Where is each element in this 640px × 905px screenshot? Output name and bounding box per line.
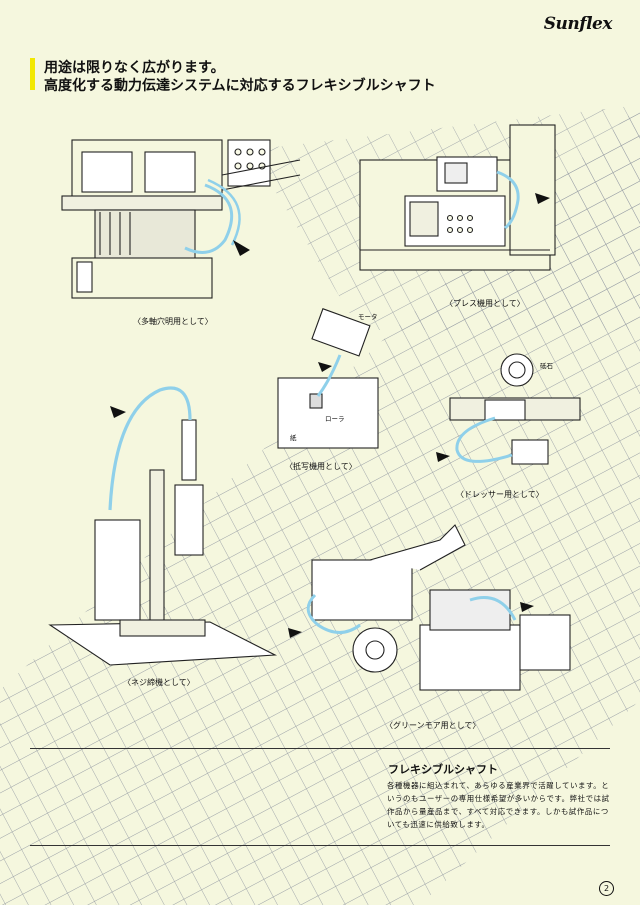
press-illustration xyxy=(359,124,556,271)
header-accent-bar xyxy=(30,58,35,90)
caption-mower: 〈グリーンモア用として〉 xyxy=(385,721,481,730)
green-mower-illustration xyxy=(311,524,571,691)
arrow-icon xyxy=(535,193,550,204)
label-roller: ローラ xyxy=(325,415,345,423)
multi-spindle-illustration xyxy=(61,139,301,299)
info-top-rule xyxy=(30,748,610,749)
label-paper: 紙 xyxy=(290,434,297,442)
caption-paper: 〈抵写機用として〉 xyxy=(285,462,357,471)
screw-machine-illustration xyxy=(48,419,278,666)
info-body: 各種機器に組込まれて、あらゆる産業界で活躍しています。というのもユーザーの専用仕… xyxy=(387,781,610,829)
sunflex-logo: Sunflex xyxy=(543,14,613,34)
paper-roller-illustration xyxy=(277,308,379,449)
caption-press: 〈プレス機用として〉 xyxy=(445,299,525,308)
arrow-icon xyxy=(233,240,250,256)
headline-line-1: 用途は限りなく広がります。 xyxy=(44,60,225,76)
arrow-icon xyxy=(436,452,450,462)
info-title: フレキシブルシャフト xyxy=(388,763,498,776)
info-bottom-rule xyxy=(30,845,610,846)
arrow-icon xyxy=(520,602,534,612)
arrow-icon xyxy=(288,628,302,638)
label-grindstone: 砥石 xyxy=(540,362,553,370)
caption-dresser: 〈ドレッサー用として〉 xyxy=(456,490,544,499)
label-motor: モータ xyxy=(358,313,378,321)
caption-screw: 〈ネジ締機として〉 xyxy=(123,678,195,687)
headline-line-2: 高度化する動力伝達システムに対応するフレキシブルシャフト xyxy=(44,78,436,94)
arrow-icon xyxy=(318,362,332,372)
arrow-icon xyxy=(110,406,126,418)
page-number: 2 xyxy=(599,881,614,896)
dresser-illustration xyxy=(449,353,581,465)
caption-multi-spindle: 〈多軸穴明用として〉 xyxy=(133,317,213,326)
